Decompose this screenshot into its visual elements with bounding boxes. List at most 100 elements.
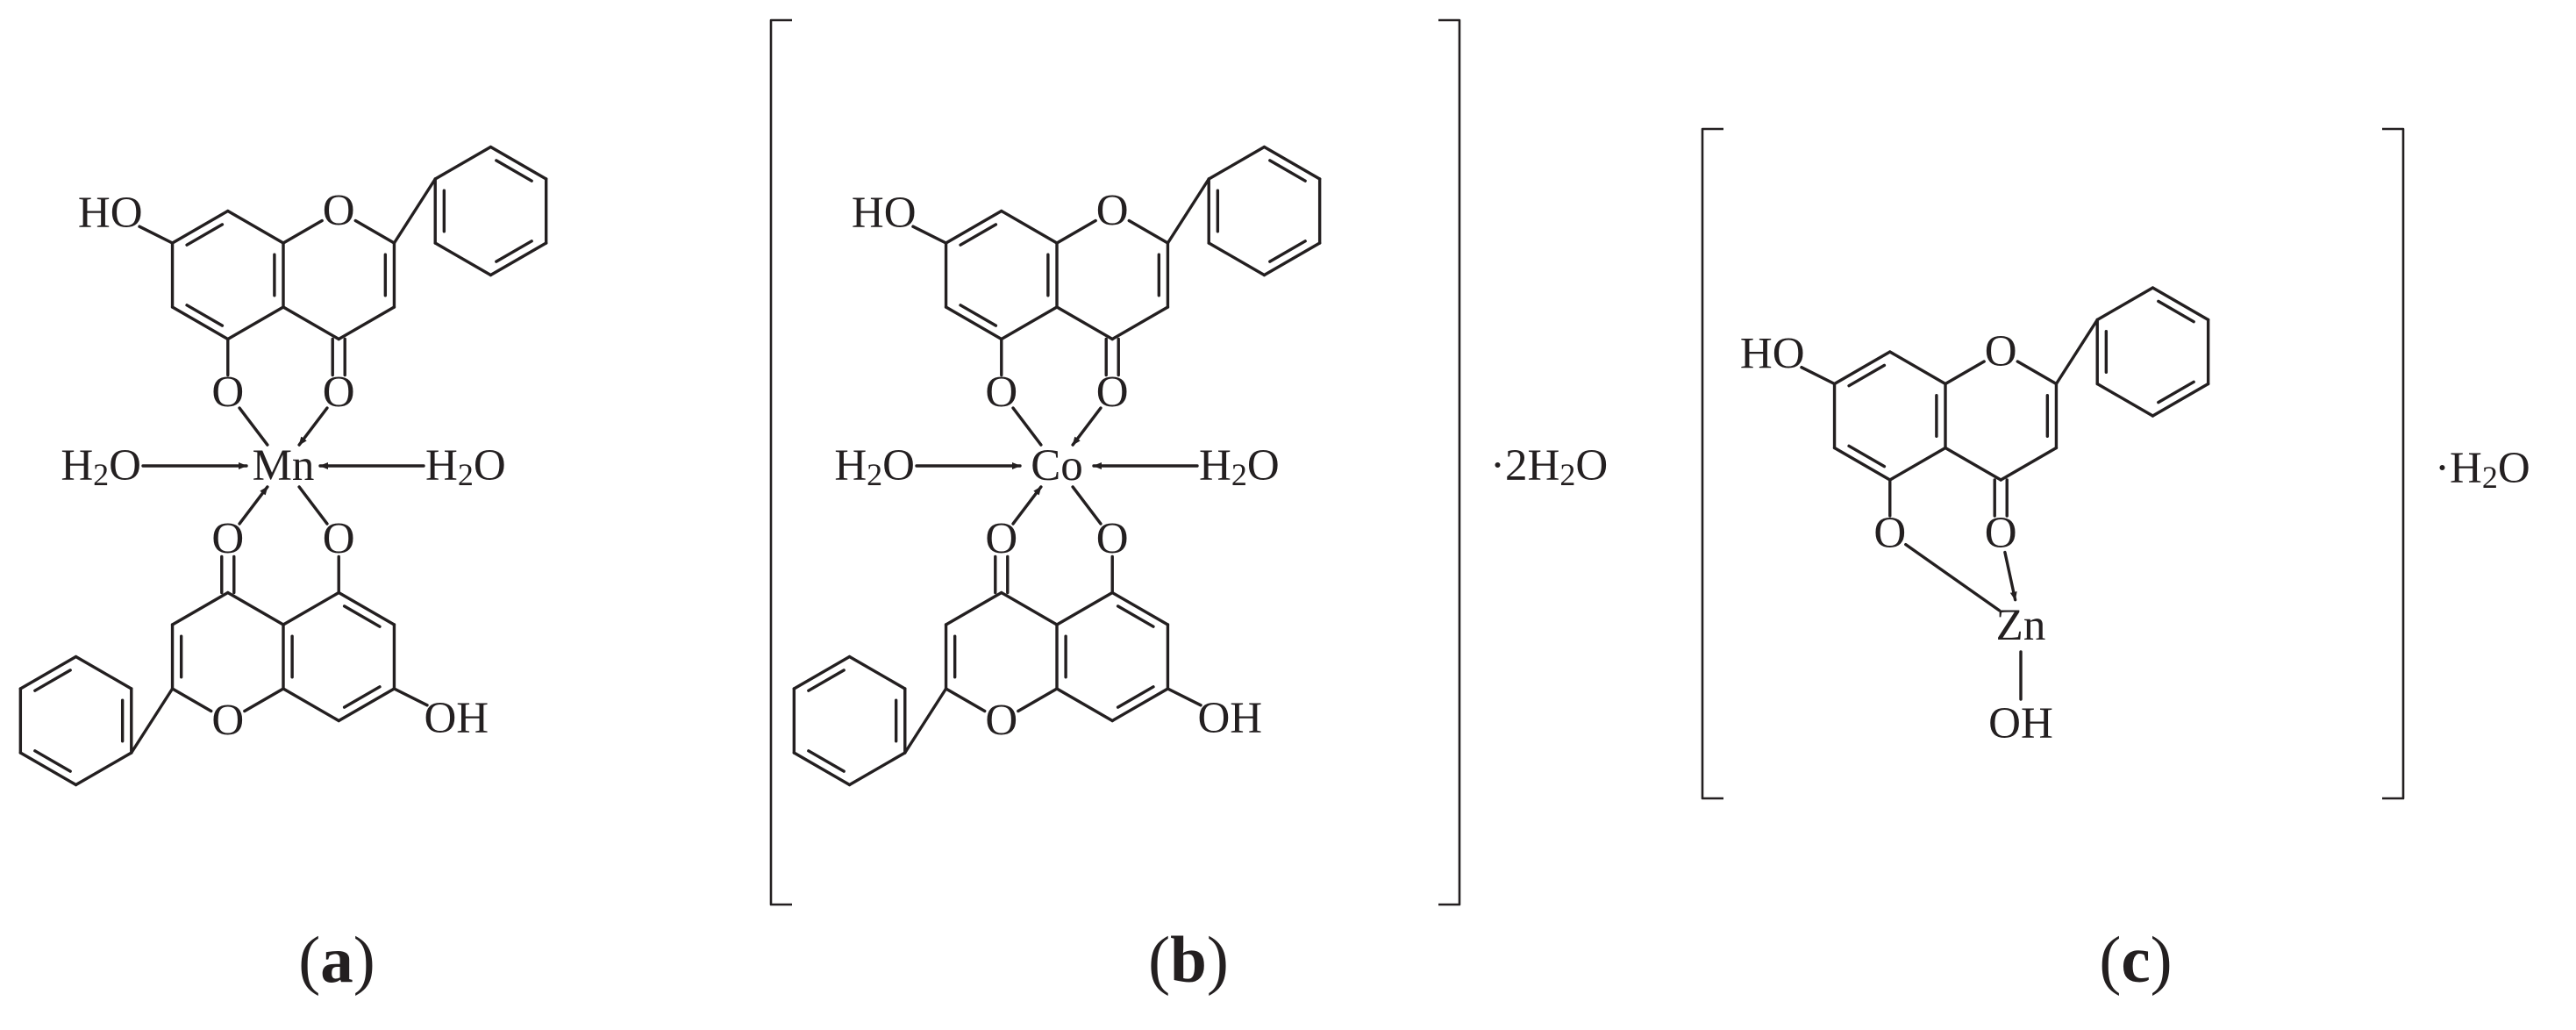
metal-center: Mn <box>253 441 315 490</box>
bond <box>170 590 230 626</box>
bond <box>226 209 285 245</box>
label-letter: b <box>1170 924 1207 997</box>
bond <box>170 209 230 245</box>
bond <box>1888 446 1947 482</box>
hydroxyl-bond <box>911 225 948 245</box>
bond <box>353 218 396 245</box>
coordination-bond <box>297 485 329 526</box>
coordinate-bond-arrow <box>238 485 269 526</box>
bond <box>1055 218 1097 245</box>
hydrate-subscript: 2 <box>1559 457 1575 492</box>
bond <box>1888 350 1947 386</box>
bond <box>1000 209 1059 245</box>
phenyl-double-bond <box>2157 380 2195 404</box>
phenyl-bond <box>1262 241 1322 277</box>
hydrate-h: H <box>2450 444 2482 493</box>
water-ligand-left: H2O <box>61 441 141 492</box>
phenyl-bond <box>2151 286 2210 322</box>
phenyl-bond <box>489 241 548 277</box>
ring-oxygen-label: O <box>211 697 244 746</box>
phenyl-double-bond <box>495 159 533 182</box>
coordination-bond <box>1071 485 1102 526</box>
phenyl-double-bond <box>1268 240 1307 263</box>
water-ligand-right: H2O <box>1199 441 1280 492</box>
hydroxyl-bond <box>392 687 429 707</box>
phenyl-bond <box>489 145 548 181</box>
label-paren-close: ) <box>1207 924 1229 997</box>
water-o: O <box>882 441 915 490</box>
double-bond-inner <box>1116 685 1155 709</box>
bond <box>2016 360 2059 386</box>
hydroxyl-bond <box>138 225 175 245</box>
phenyl-bond <box>433 241 493 277</box>
hydrate-h: H <box>1527 441 1559 490</box>
double-bond-inner <box>185 223 225 247</box>
label-paren-open: ( <box>2099 924 2121 997</box>
hydroxyl-bond <box>1800 366 1837 386</box>
bond <box>1127 218 1170 245</box>
label-paren-open: ( <box>1148 924 1170 997</box>
ring-oxygen-label: O <box>323 187 355 236</box>
hydroxyl-label: HO <box>852 189 917 238</box>
phenyl-double-bond <box>807 749 846 773</box>
phenyl-double-bond <box>1268 159 1307 182</box>
double-bond-inner <box>1847 363 1887 388</box>
phenyl-double-bond <box>2157 299 2195 324</box>
hydrate-dot: · <box>2435 444 2450 493</box>
phenyl-bond <box>792 654 852 690</box>
double-bond-inner <box>1116 604 1155 628</box>
phenyl-bond <box>2095 382 2155 418</box>
panel-label-a: (a) <box>298 924 375 997</box>
coordinate-bond-arrow <box>1011 485 1043 526</box>
phenyl-bond <box>2151 382 2210 418</box>
phenyl-double-bond <box>33 669 72 692</box>
coordination-bond <box>1904 542 2002 612</box>
bond <box>170 305 230 341</box>
water-o: O <box>109 441 141 490</box>
bond <box>226 590 285 626</box>
double-bond-inner <box>959 223 998 247</box>
bond <box>944 687 987 713</box>
bond <box>243 687 285 713</box>
hydrate-dot: · <box>1490 441 1505 490</box>
hydroxyl-bond <box>1166 687 1202 707</box>
double-bond-inner <box>342 604 382 628</box>
phenyl-double-bond <box>495 240 533 263</box>
ring-oxygen-label: O <box>1985 327 2017 376</box>
phenyl-bond <box>792 751 852 787</box>
bracket-right <box>1438 18 1461 906</box>
coordination-bond <box>1011 406 1043 447</box>
phenyl-bond <box>847 654 907 690</box>
water-o: O <box>1247 441 1280 490</box>
hydroxyl-label: OH <box>424 694 489 743</box>
bond <box>226 305 285 341</box>
bond <box>944 209 1003 245</box>
phenyl-bond <box>18 654 78 690</box>
water-ligand-left: H2O <box>834 441 915 492</box>
bond <box>337 687 396 723</box>
hydrate-o: O <box>1575 441 1608 490</box>
coordinate-bond-arrow <box>297 406 329 447</box>
phenyl-bond <box>74 654 133 690</box>
double-bond-inner <box>959 304 998 327</box>
bond <box>170 687 213 713</box>
hydrate-label: ·H2O <box>2435 444 2530 495</box>
bond <box>944 590 1003 626</box>
bond <box>1166 177 1210 245</box>
bond <box>1110 305 1170 341</box>
bond <box>337 590 396 626</box>
metal-center: Zn <box>1996 601 2046 650</box>
water-ligand-right: H2O <box>425 441 506 492</box>
water-subscript: 2 <box>458 457 474 492</box>
bond <box>1055 687 1114 723</box>
water-h: H <box>61 441 93 490</box>
bond <box>1110 687 1170 723</box>
water-o: O <box>474 441 506 490</box>
ring-oxygen-label: O <box>985 697 1017 746</box>
